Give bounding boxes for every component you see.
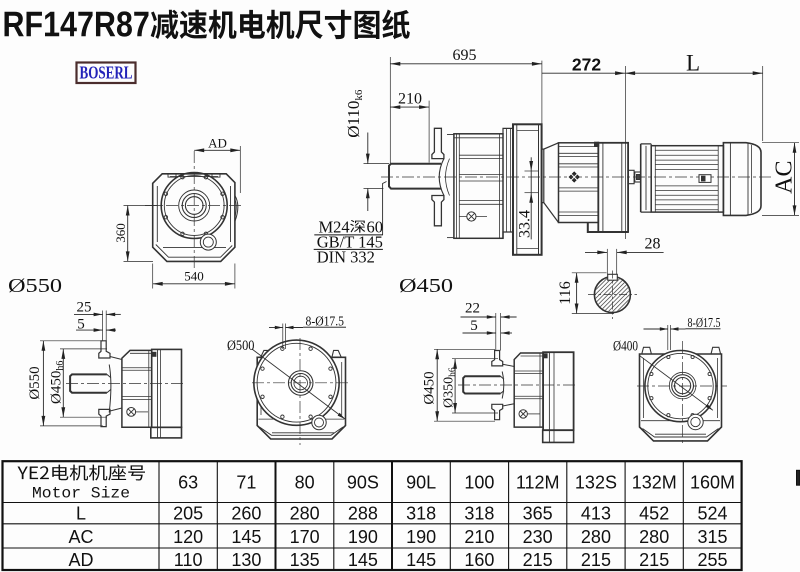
- svg-text:BOSERL: BOSERL: [80, 63, 133, 83]
- svg-text:71: 71: [236, 473, 256, 493]
- svg-text:Ø550: Ø550: [8, 275, 62, 297]
- svg-text:Ø450: Ø450: [399, 275, 453, 297]
- svg-text:365: 365: [523, 503, 553, 523]
- svg-text:Ø550: Ø550: [27, 366, 43, 399]
- svg-text:524: 524: [697, 503, 727, 523]
- svg-text:145: 145: [231, 527, 261, 547]
- svg-text:116: 116: [557, 281, 574, 304]
- svg-text:215: 215: [581, 550, 611, 570]
- svg-text:120: 120: [173, 527, 203, 547]
- svg-text:215: 215: [523, 550, 553, 570]
- svg-text:318: 318: [406, 503, 436, 523]
- svg-text:63: 63: [178, 473, 198, 493]
- svg-text:288: 288: [348, 503, 378, 523]
- svg-text:132M: 132M: [632, 473, 677, 493]
- svg-text:360: 360: [113, 223, 128, 243]
- svg-text:260: 260: [231, 503, 261, 523]
- svg-text:160: 160: [464, 550, 494, 570]
- svg-text:280: 280: [290, 503, 320, 523]
- svg-text:8-Ø17.5: 8-Ø17.5: [688, 315, 721, 330]
- svg-text:230: 230: [523, 527, 553, 547]
- svg-text:5: 5: [470, 318, 478, 334]
- svg-text:Ø450: Ø450: [422, 371, 438, 404]
- svg-text:215: 215: [639, 550, 669, 570]
- svg-text:M24: M24: [319, 218, 350, 237]
- svg-text:695: 695: [453, 47, 477, 64]
- svg-text:318: 318: [464, 503, 494, 523]
- svg-text:Ø110k6: Ø110k6: [344, 89, 365, 138]
- svg-text:145: 145: [348, 550, 378, 570]
- svg-text:90L: 90L: [406, 473, 436, 493]
- svg-text:L: L: [76, 503, 86, 523]
- svg-text:413: 413: [581, 503, 611, 523]
- svg-text:205: 205: [173, 503, 203, 523]
- svg-text:90S: 90S: [347, 473, 379, 493]
- svg-text:AC: AC: [68, 527, 93, 547]
- svg-text:33.4: 33.4: [517, 210, 534, 238]
- svg-text:280: 280: [581, 527, 611, 547]
- svg-text:540: 540: [184, 269, 204, 284]
- svg-text:100: 100: [464, 473, 494, 493]
- svg-text:Ø350h6: Ø350h6: [442, 367, 459, 408]
- svg-text:25: 25: [77, 300, 92, 316]
- svg-text:190: 190: [406, 527, 436, 547]
- svg-text:AC: AC: [772, 161, 798, 194]
- svg-text:452: 452: [639, 503, 669, 523]
- svg-text:8-Ø17.5: 8-Ø17.5: [306, 314, 345, 329]
- svg-text:5: 5: [77, 317, 85, 333]
- svg-text:Ø500: Ø500: [227, 338, 255, 354]
- svg-text:AD: AD: [68, 550, 93, 570]
- svg-text:L: L: [686, 51, 700, 76]
- svg-text:160M: 160M: [690, 473, 735, 493]
- svg-text:170: 170: [290, 527, 320, 547]
- svg-text:Ø400: Ø400: [613, 339, 638, 355]
- svg-text:190: 190: [348, 527, 378, 547]
- svg-text:110: 110: [174, 550, 203, 570]
- svg-text:60: 60: [367, 218, 384, 237]
- svg-text:GB/T 145: GB/T 145: [317, 233, 383, 252]
- svg-text:210: 210: [464, 527, 494, 547]
- svg-text:145: 145: [406, 550, 436, 570]
- svg-text:135: 135: [290, 550, 320, 570]
- svg-text:AD: AD: [208, 135, 227, 150]
- svg-text:DIN 332: DIN 332: [317, 248, 375, 267]
- svg-text:132S: 132S: [575, 473, 617, 493]
- svg-text:80: 80: [295, 473, 315, 493]
- svg-text:28: 28: [645, 235, 661, 252]
- svg-text:112M: 112M: [516, 473, 560, 493]
- svg-text:130: 130: [231, 550, 261, 570]
- svg-text:Motor Size: Motor Size: [32, 485, 130, 503]
- svg-text:210: 210: [398, 91, 422, 108]
- svg-text:255: 255: [697, 550, 727, 570]
- svg-text:315: 315: [697, 527, 727, 547]
- svg-text:Ø450h6: Ø450h6: [49, 361, 67, 404]
- svg-text:22: 22: [465, 301, 480, 317]
- svg-text:272: 272: [572, 55, 601, 75]
- svg-text:280: 280: [639, 527, 669, 547]
